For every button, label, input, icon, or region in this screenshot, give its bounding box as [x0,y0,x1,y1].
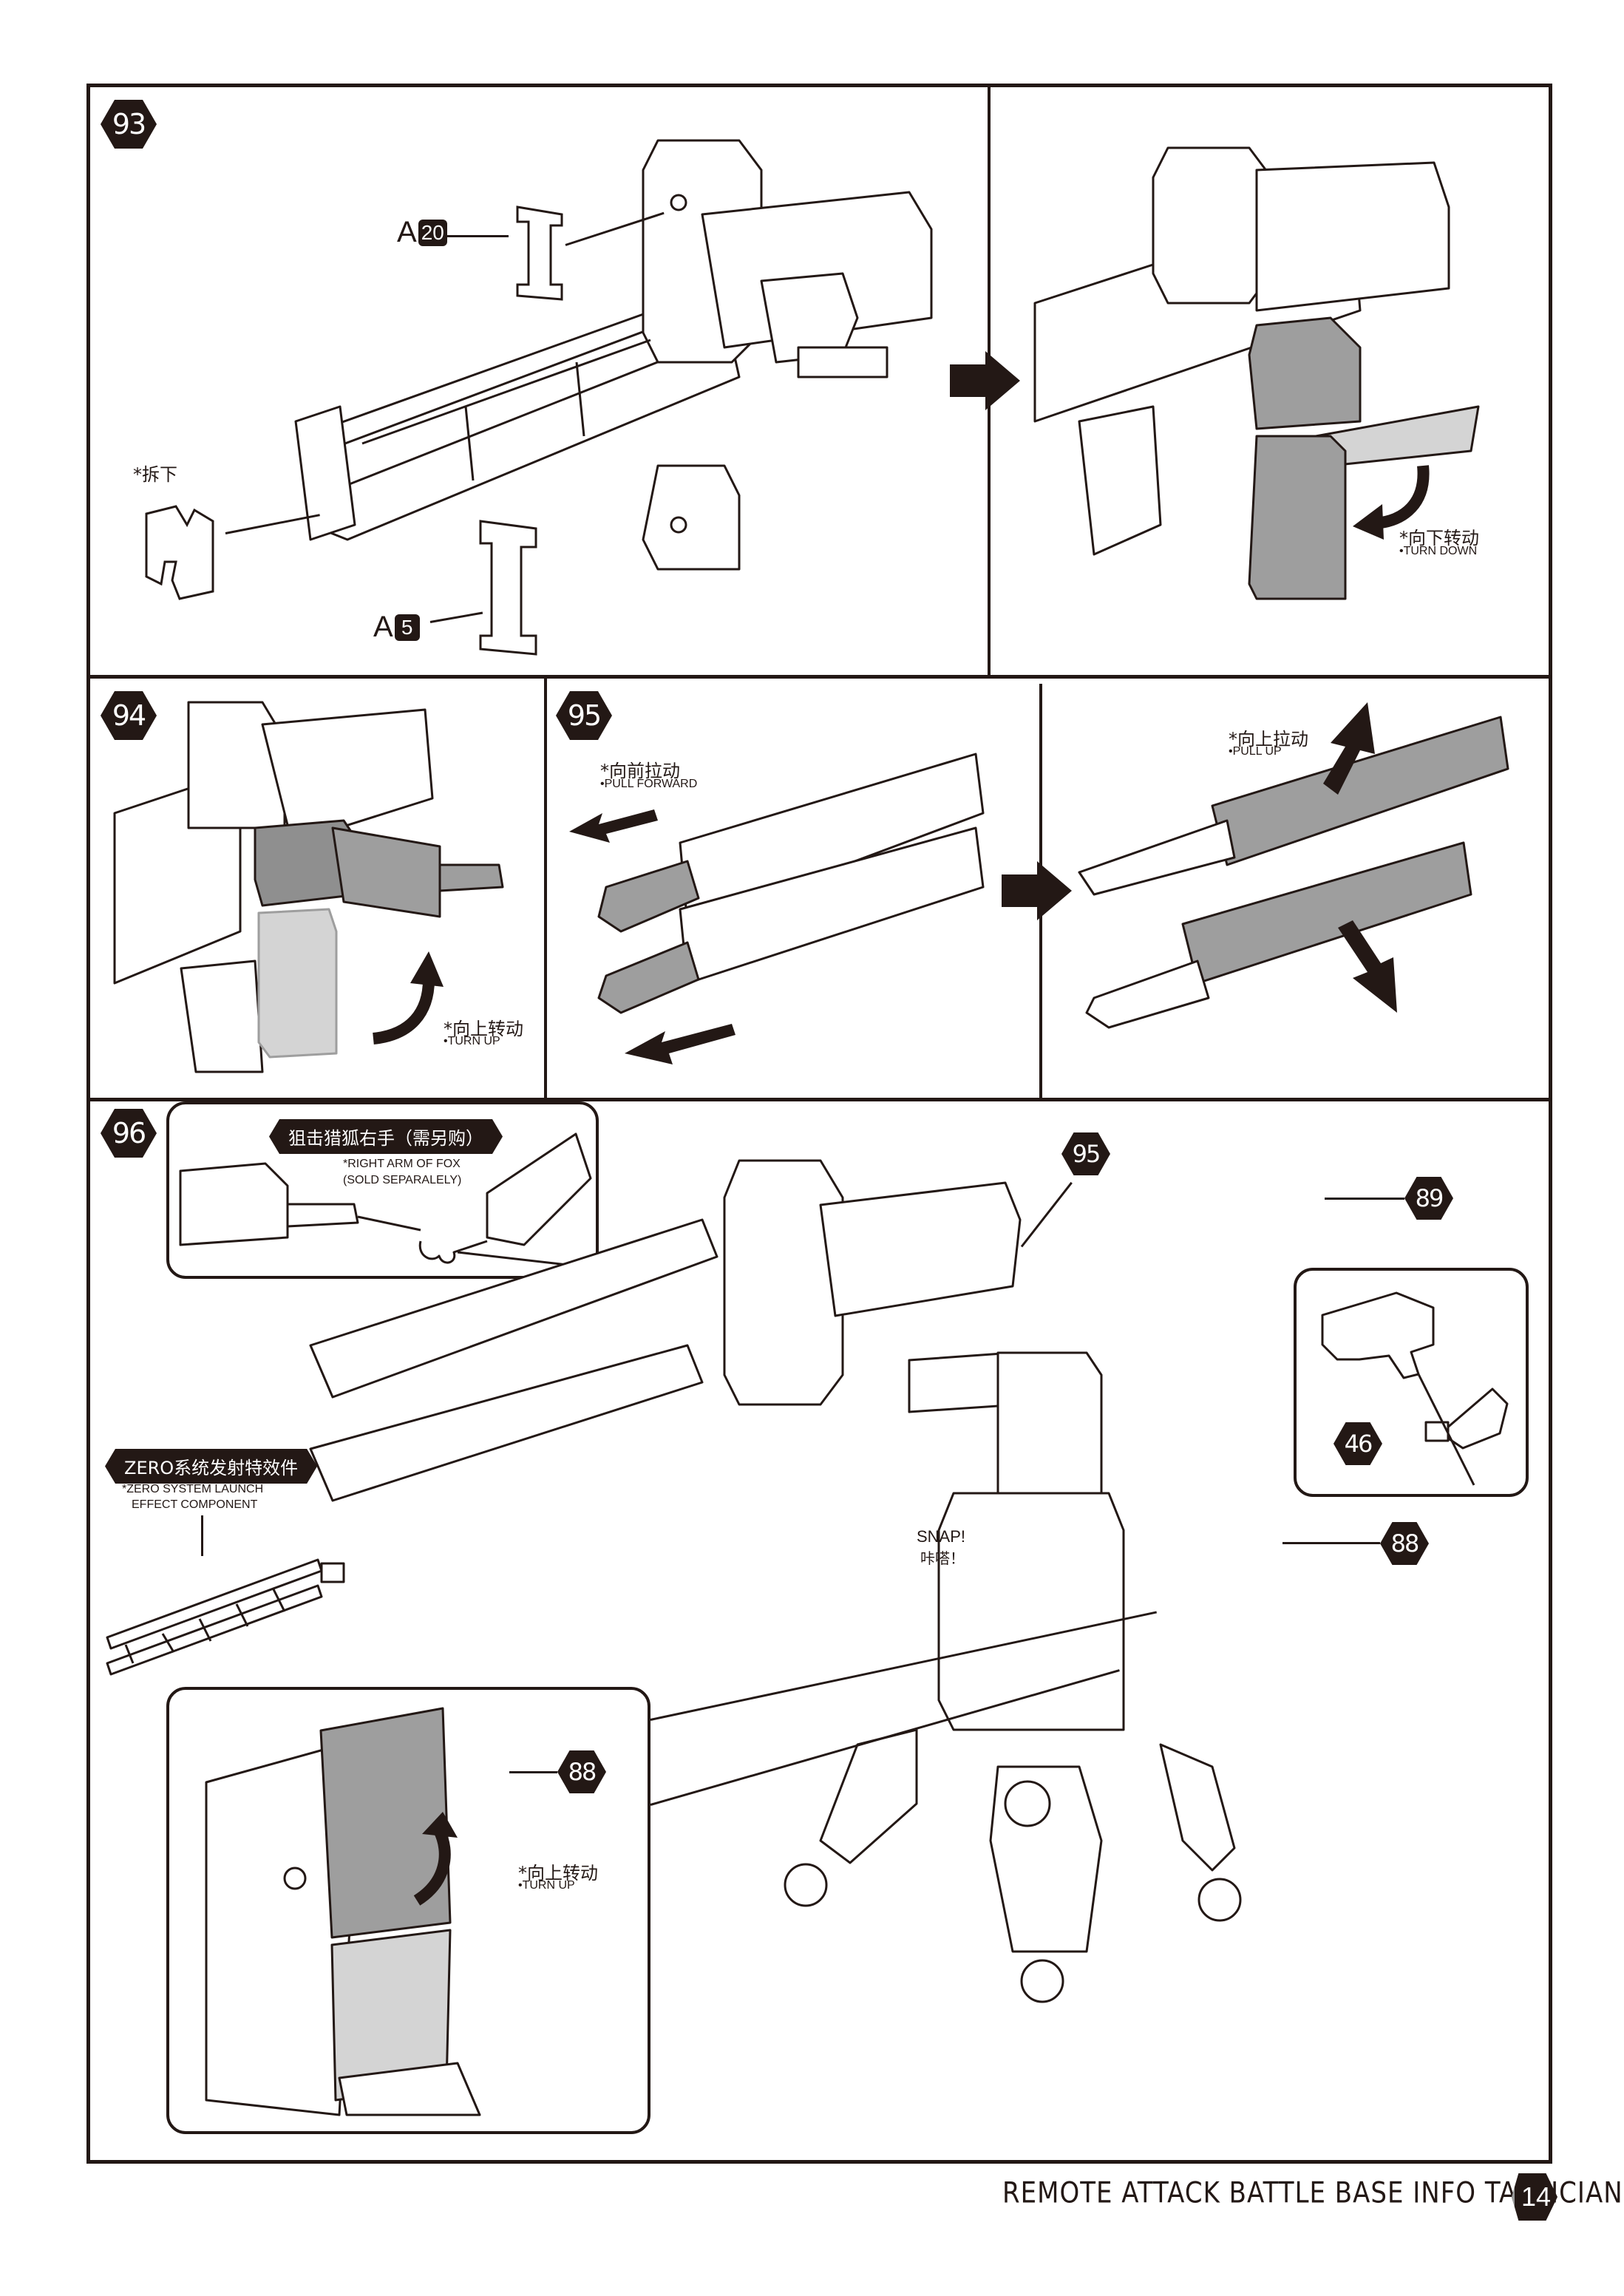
hatch-turn-up-inset: 88 *向上转动 •TURN UP [166,1687,650,2134]
divider-row1 [86,675,1552,679]
pull-forward-note-cn: *向前拉动 [600,761,680,781]
right-arrow-icon [950,351,1020,410]
snap-text-cn: 咔嗒！ [920,1549,965,1567]
pull-forward-note-en: •PULL FORWARD [600,778,698,790]
removed-part-illustration [145,505,214,600]
callout-part-88-inset: 88 [557,1750,606,1793]
part-label-a20: A 20 [397,216,447,249]
right-arm-label-line1: *RIGHT ARM OF FOX [343,1158,461,1170]
step-number-badge: 94 [101,691,157,740]
right-arm-label-line2: (SOLD SEPARALELY) [343,1174,462,1186]
part-label-a5: A 5 [373,611,420,644]
callout-line-88-main [1282,1542,1380,1544]
effect-component-illustration [106,1558,345,1676]
curved-arrow-icon [413,1812,458,1906]
arm-connection-illustration [179,1132,592,1273]
step-number-badge: 93 [101,100,157,149]
step-number-badge: 95 [556,691,612,740]
callout-line-88-inset [509,1771,557,1773]
effect-component-leader [201,1515,203,1556]
pistol-in-hand-illustration [1321,1291,1509,1486]
part-a5-illustration [479,520,537,656]
weapon-turned-down-illustration [1033,146,1480,600]
effect-component-banner: ZERO系统发射特效件 [105,1449,317,1484]
divider-row2 [86,1098,1552,1101]
right-arm-banner: 狙击猎狐右手（需另购） [269,1119,503,1154]
pistol-grip-inset: 46 [1294,1268,1529,1497]
barrel-pull-up-illustration [1078,716,1509,1029]
straight-arrow-icon [625,1024,735,1064]
effect-component-label-line2: EFFECT COMPONENT [132,1498,258,1511]
curved-arrow-icon [1353,465,1430,540]
main-assembly-illustration [309,1159,1242,2003]
right-arm-inset: 狙击猎狐右手（需另购） *RIGHT ARM OF FOX (SOLD SEPA… [166,1101,599,1279]
straight-arrow-icon [1338,920,1397,1013]
right-arrow-icon [1002,861,1072,920]
hinge-turn-up-illustration [113,701,504,1073]
turn-up-note-cn: *向上转动 [444,1019,523,1039]
straight-arrow-icon [569,809,658,843]
inset-turn-up-note-cn: *向上转动 [518,1863,598,1884]
curved-arrow-icon [372,951,444,1045]
turn-up-note-en: •TURN UP [444,1035,500,1047]
callout-part-88-main: 88 [1380,1522,1429,1565]
effect-component-label-line1: *ZERO SYSTEM LAUNCH [122,1483,264,1495]
leader-line-a20 [444,235,509,237]
weapon-assembly-illustration [294,139,933,571]
pull-up-note-cn: *向上拉动 [1229,729,1308,750]
turn-down-note-cn: *向下转动 [1399,528,1479,548]
divider-step94-95 [544,676,547,1099]
snap-text-en: SNAP! [917,1527,966,1546]
barrel-pull-forward-illustration [597,753,985,1014]
hatch-illustration [205,1707,481,2116]
straight-arrow-icon [1323,702,1375,795]
page-number-badge: 14 [1512,2173,1557,2221]
pull-up-note-en: •PULL UP [1229,745,1282,758]
step-number-badge: 96 [101,1109,157,1158]
page-frame [86,84,1552,2164]
inset-turn-up-note-en: •TURN UP [518,1879,575,1892]
callout-line-89 [1325,1198,1404,1200]
part-a20-illustration [516,206,563,301]
turn-down-note-en: •TURN DOWN [1399,545,1478,557]
remove-note: *拆下 [133,464,177,485]
